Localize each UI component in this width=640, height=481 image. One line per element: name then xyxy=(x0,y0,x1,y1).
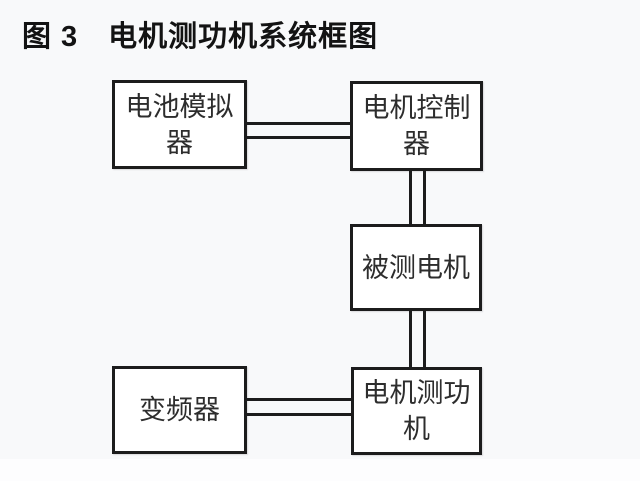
node-label-line: 器 xyxy=(166,127,193,158)
node-label-line: 电池模拟 xyxy=(125,91,234,122)
connector-inverter-to-dynamometer xyxy=(247,398,351,416)
node-label-line: 变频器 xyxy=(139,395,220,425)
diagram-node-motor-controller: 电机控制 器 xyxy=(350,81,483,171)
node-label-line: 电机测功 xyxy=(362,378,471,408)
figure-title: 图 3 电机测功机系统框图 xyxy=(22,21,379,53)
node-label-line: 机 xyxy=(403,414,430,444)
diagram-node-motor-under-test: 被测电机 xyxy=(350,224,482,311)
connector-testmotor-to-dynamometer xyxy=(409,311,426,367)
node-label-line: 电机控制 xyxy=(362,93,471,123)
diagram-node-battery-simulator: 电池模拟 器 xyxy=(112,80,247,169)
connector-battery-to-controller xyxy=(247,122,350,139)
node-label-line: 被测电机 xyxy=(362,252,470,283)
node-label-line: 器 xyxy=(403,129,430,159)
diagram-node-motor-dynamometer: 电机测功 机 xyxy=(351,367,482,455)
diagram-node-frequency-inverter: 变频器 xyxy=(112,366,247,454)
bottom-background-strip xyxy=(0,459,640,481)
connector-controller-to-testmotor xyxy=(409,171,426,224)
